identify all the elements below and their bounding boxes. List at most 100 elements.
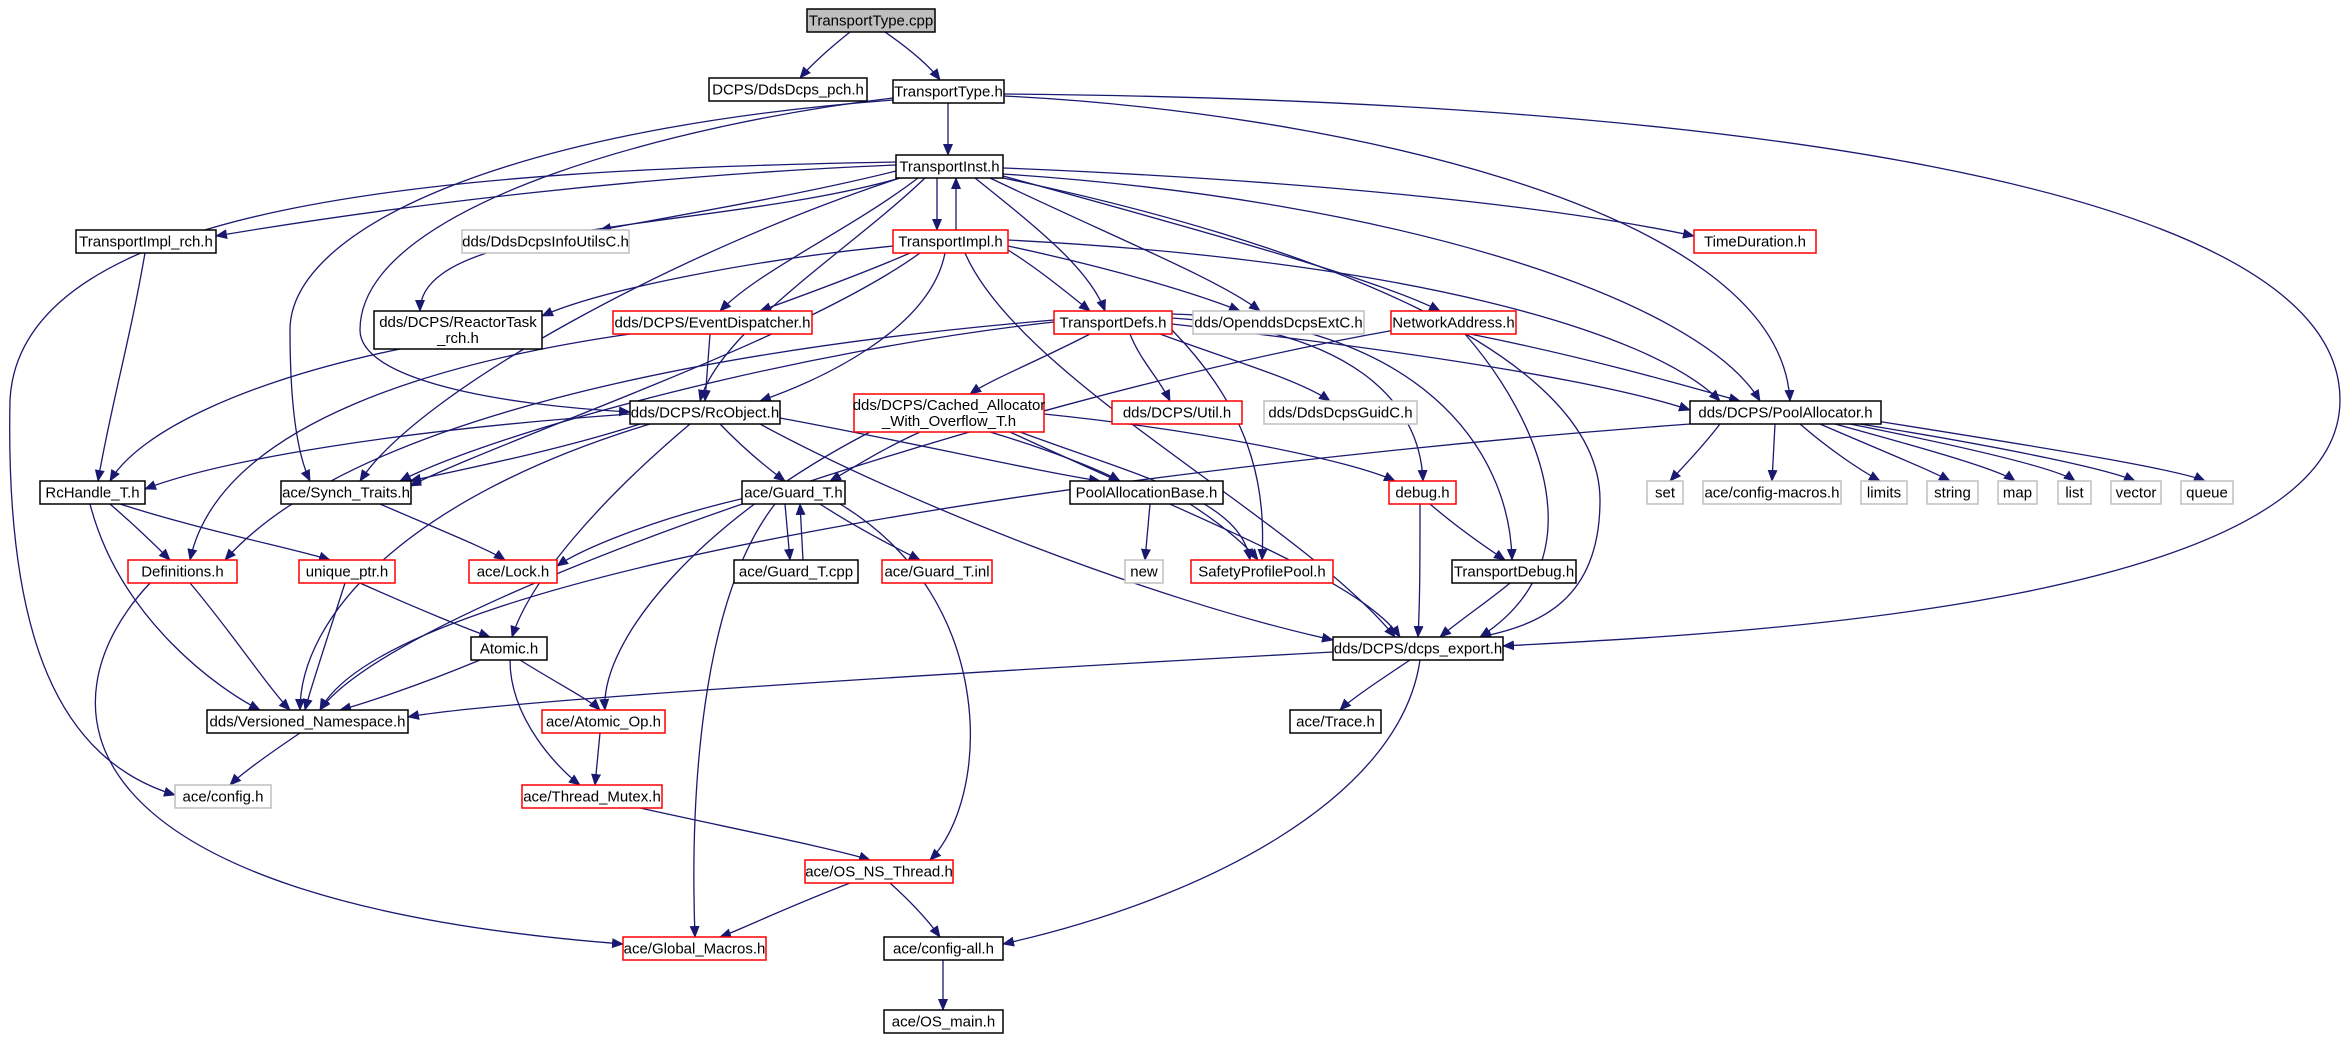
node-versioned[interactable]: dds/Versioned_Namespace.h bbox=[206, 709, 409, 734]
node-box bbox=[883, 936, 1004, 961]
node-lock[interactable]: ace/Lock.h bbox=[468, 559, 558, 584]
node-defs[interactable]: Definitions.h bbox=[127, 559, 238, 584]
edge-cached-to-guardh bbox=[829, 431, 921, 482]
node-cfgmacros[interactable]: ace/config-macros.h bbox=[1702, 480, 1842, 505]
edge-guardh-to-guardinl bbox=[819, 503, 921, 561]
edge-rcobj-to-dcpsexp bbox=[759, 423, 1334, 643]
node-atomicop[interactable]: ace/Atomic_Op.h bbox=[541, 709, 666, 734]
node-infoutils[interactable]: dds/DdsDcpsInfoUtilsC.h bbox=[461, 229, 630, 254]
node-util[interactable]: dds/DCPS/Util.h bbox=[1111, 400, 1243, 425]
node-osthread[interactable]: ace/OS_NS_Thread.h bbox=[804, 859, 954, 884]
node-queue[interactable]: queue bbox=[2180, 480, 2234, 505]
node-label: RcHandle_T.h bbox=[45, 485, 139, 502]
node-label: TimeDuration.h bbox=[1704, 234, 1806, 251]
edge-timpl-to-rcobj bbox=[759, 252, 946, 403]
node-label: DCPS/DdsDcps_pch.h bbox=[712, 82, 864, 99]
node-label: dds/DCPS/RcObject.h bbox=[631, 405, 779, 422]
node-uptr[interactable]: unique_ptr.h bbox=[298, 559, 396, 584]
node-box bbox=[1646, 480, 1684, 505]
node-set[interactable]: set bbox=[1646, 480, 1684, 505]
node-ttype[interactable]: TransportType.h bbox=[892, 79, 1005, 104]
node-tinst[interactable]: TransportInst.h bbox=[895, 154, 1004, 179]
node-trace[interactable]: ace/Trace.h bbox=[1289, 709, 1382, 734]
node-timpl[interactable]: TransportImpl.h bbox=[892, 229, 1009, 254]
node-config[interactable]: ace/config.h bbox=[174, 784, 272, 809]
node-box bbox=[708, 77, 868, 102]
edge-poolalloc-to-list bbox=[1849, 423, 2076, 482]
edge-dcpsexp-to-versioned bbox=[407, 651, 1334, 720]
node-box bbox=[892, 229, 1009, 254]
node-guardh[interactable]: ace/Guard_T.h bbox=[741, 480, 846, 505]
node-guardinl[interactable]: ace/Guard_T.inl bbox=[881, 559, 993, 584]
edge-poolalloc-to-vector bbox=[1859, 423, 2136, 482]
node-box bbox=[804, 859, 954, 884]
node-osmain[interactable]: ace/OS_main.h bbox=[883, 1009, 1004, 1034]
node-label: list bbox=[2065, 485, 2084, 502]
node-dcpsexp[interactable]: dds/DCPS/dcps_export.h bbox=[1332, 636, 1504, 661]
node-box bbox=[541, 709, 666, 734]
node-guidc[interactable]: dds/DdsDcpsGuidC.h bbox=[1263, 400, 1418, 425]
node-map[interactable]: map bbox=[1997, 480, 2038, 505]
node-vector[interactable]: vector bbox=[2110, 480, 2162, 505]
node-synch[interactable]: ace/Synch_Traits.h bbox=[280, 480, 412, 505]
node-globalmacros[interactable]: ace/Global_Macros.h bbox=[622, 936, 767, 961]
node-reactortask[interactable]: dds/DCPS/ReactorTask_rch.h bbox=[373, 310, 543, 350]
node-tmutex[interactable]: ace/Thread_Mutex.h bbox=[521, 784, 663, 809]
edge-uptr-to-atomic bbox=[359, 582, 491, 639]
node-label: dds/DCPS/EventDispatcher.h bbox=[615, 315, 811, 332]
node-pch[interactable]: DCPS/DdsDcps_pch.h bbox=[708, 77, 868, 102]
node-box bbox=[806, 8, 936, 33]
node-tdefs[interactable]: TransportDefs.h bbox=[1053, 310, 1173, 335]
edge-guardh-to-globalmacros bbox=[689, 503, 776, 938]
node-pab[interactable]: PoolAllocationBase.h bbox=[1069, 480, 1224, 505]
node-label: TransportInst.h bbox=[899, 159, 999, 176]
node-spp[interactable]: SafetyProfilePool.h bbox=[1190, 559, 1334, 584]
node-box bbox=[280, 480, 412, 505]
node-limits[interactable]: limits bbox=[1860, 480, 1908, 505]
node-tdebug[interactable]: TransportDebug.h bbox=[1451, 559, 1577, 584]
node-guardcpp[interactable]: ace/Guard_T.cpp bbox=[733, 559, 859, 584]
node-netaddr[interactable]: NetworkAddress.h bbox=[1390, 310, 1517, 335]
node-box bbox=[1053, 310, 1173, 335]
node-box bbox=[1693, 229, 1817, 254]
node-cfgall[interactable]: ace/config-all.h bbox=[883, 936, 1004, 961]
node-evdisp[interactable]: dds/DCPS/EventDispatcher.h bbox=[612, 310, 813, 335]
node-label: ace/config-macros.h bbox=[1704, 485, 1839, 502]
node-cached[interactable]: dds/DCPS/Cached_Allocator_With_Overflow_… bbox=[853, 393, 1046, 433]
node-timedur[interactable]: TimeDuration.h bbox=[1693, 229, 1817, 254]
node-string[interactable]: string bbox=[1926, 480, 1979, 505]
node-rcobj[interactable]: dds/DCPS/RcObject.h bbox=[629, 400, 781, 425]
edge-rcobj-to-pab bbox=[779, 417, 1101, 485]
node-label: SafetyProfilePool.h bbox=[1198, 564, 1326, 581]
node-label: dds/DCPS/ReactorTask bbox=[379, 314, 537, 331]
edge-defs-to-versioned bbox=[189, 582, 291, 711]
edge-rcobj-to-rchandle bbox=[144, 413, 631, 490]
node-rchandle[interactable]: RcHandle_T.h bbox=[39, 480, 146, 505]
node-timplrch[interactable]: TransportImpl_rch.h bbox=[75, 229, 217, 254]
node-box bbox=[1069, 480, 1224, 505]
edge-tinst-to-infoutils bbox=[599, 170, 897, 233]
node-box bbox=[39, 480, 146, 505]
node-opendds[interactable]: dds/OpenddsDcpsExtC.h bbox=[1192, 310, 1365, 335]
node-label: set bbox=[1655, 485, 1676, 502]
edge-osthread-to-globalmacros bbox=[719, 882, 851, 939]
node-box bbox=[2180, 480, 2234, 505]
node-label: dds/DdsDcpsInfoUtilsC.h bbox=[462, 234, 629, 251]
edge-root-to-ttype bbox=[884, 31, 941, 81]
node-box bbox=[1390, 310, 1517, 335]
edge-tinst-to-opendds bbox=[989, 177, 1261, 312]
edge-tdefs-to-synch bbox=[399, 321, 1055, 482]
node-label: NetworkAddress.h bbox=[1392, 315, 1515, 332]
node-poolalloc[interactable]: dds/DCPS/PoolAllocator.h bbox=[1689, 400, 1882, 425]
edge-tinst-to-rcobj bbox=[698, 177, 926, 402]
node-box bbox=[733, 559, 859, 584]
edge-versioned-to-config bbox=[229, 732, 301, 786]
edge-poolalloc-to-queue bbox=[1869, 419, 2206, 482]
edge-rcobj-to-atomic bbox=[510, 423, 691, 638]
node-root[interactable]: TransportType.cpp bbox=[806, 8, 936, 33]
node-atomic[interactable]: Atomic.h bbox=[470, 636, 548, 661]
node-list[interactable]: list bbox=[2057, 480, 2092, 505]
node-new[interactable]: new bbox=[1124, 559, 1164, 584]
edge-tinst-to-poolalloc bbox=[1002, 173, 1761, 402]
node-debug[interactable]: debug.h bbox=[1388, 480, 1457, 505]
